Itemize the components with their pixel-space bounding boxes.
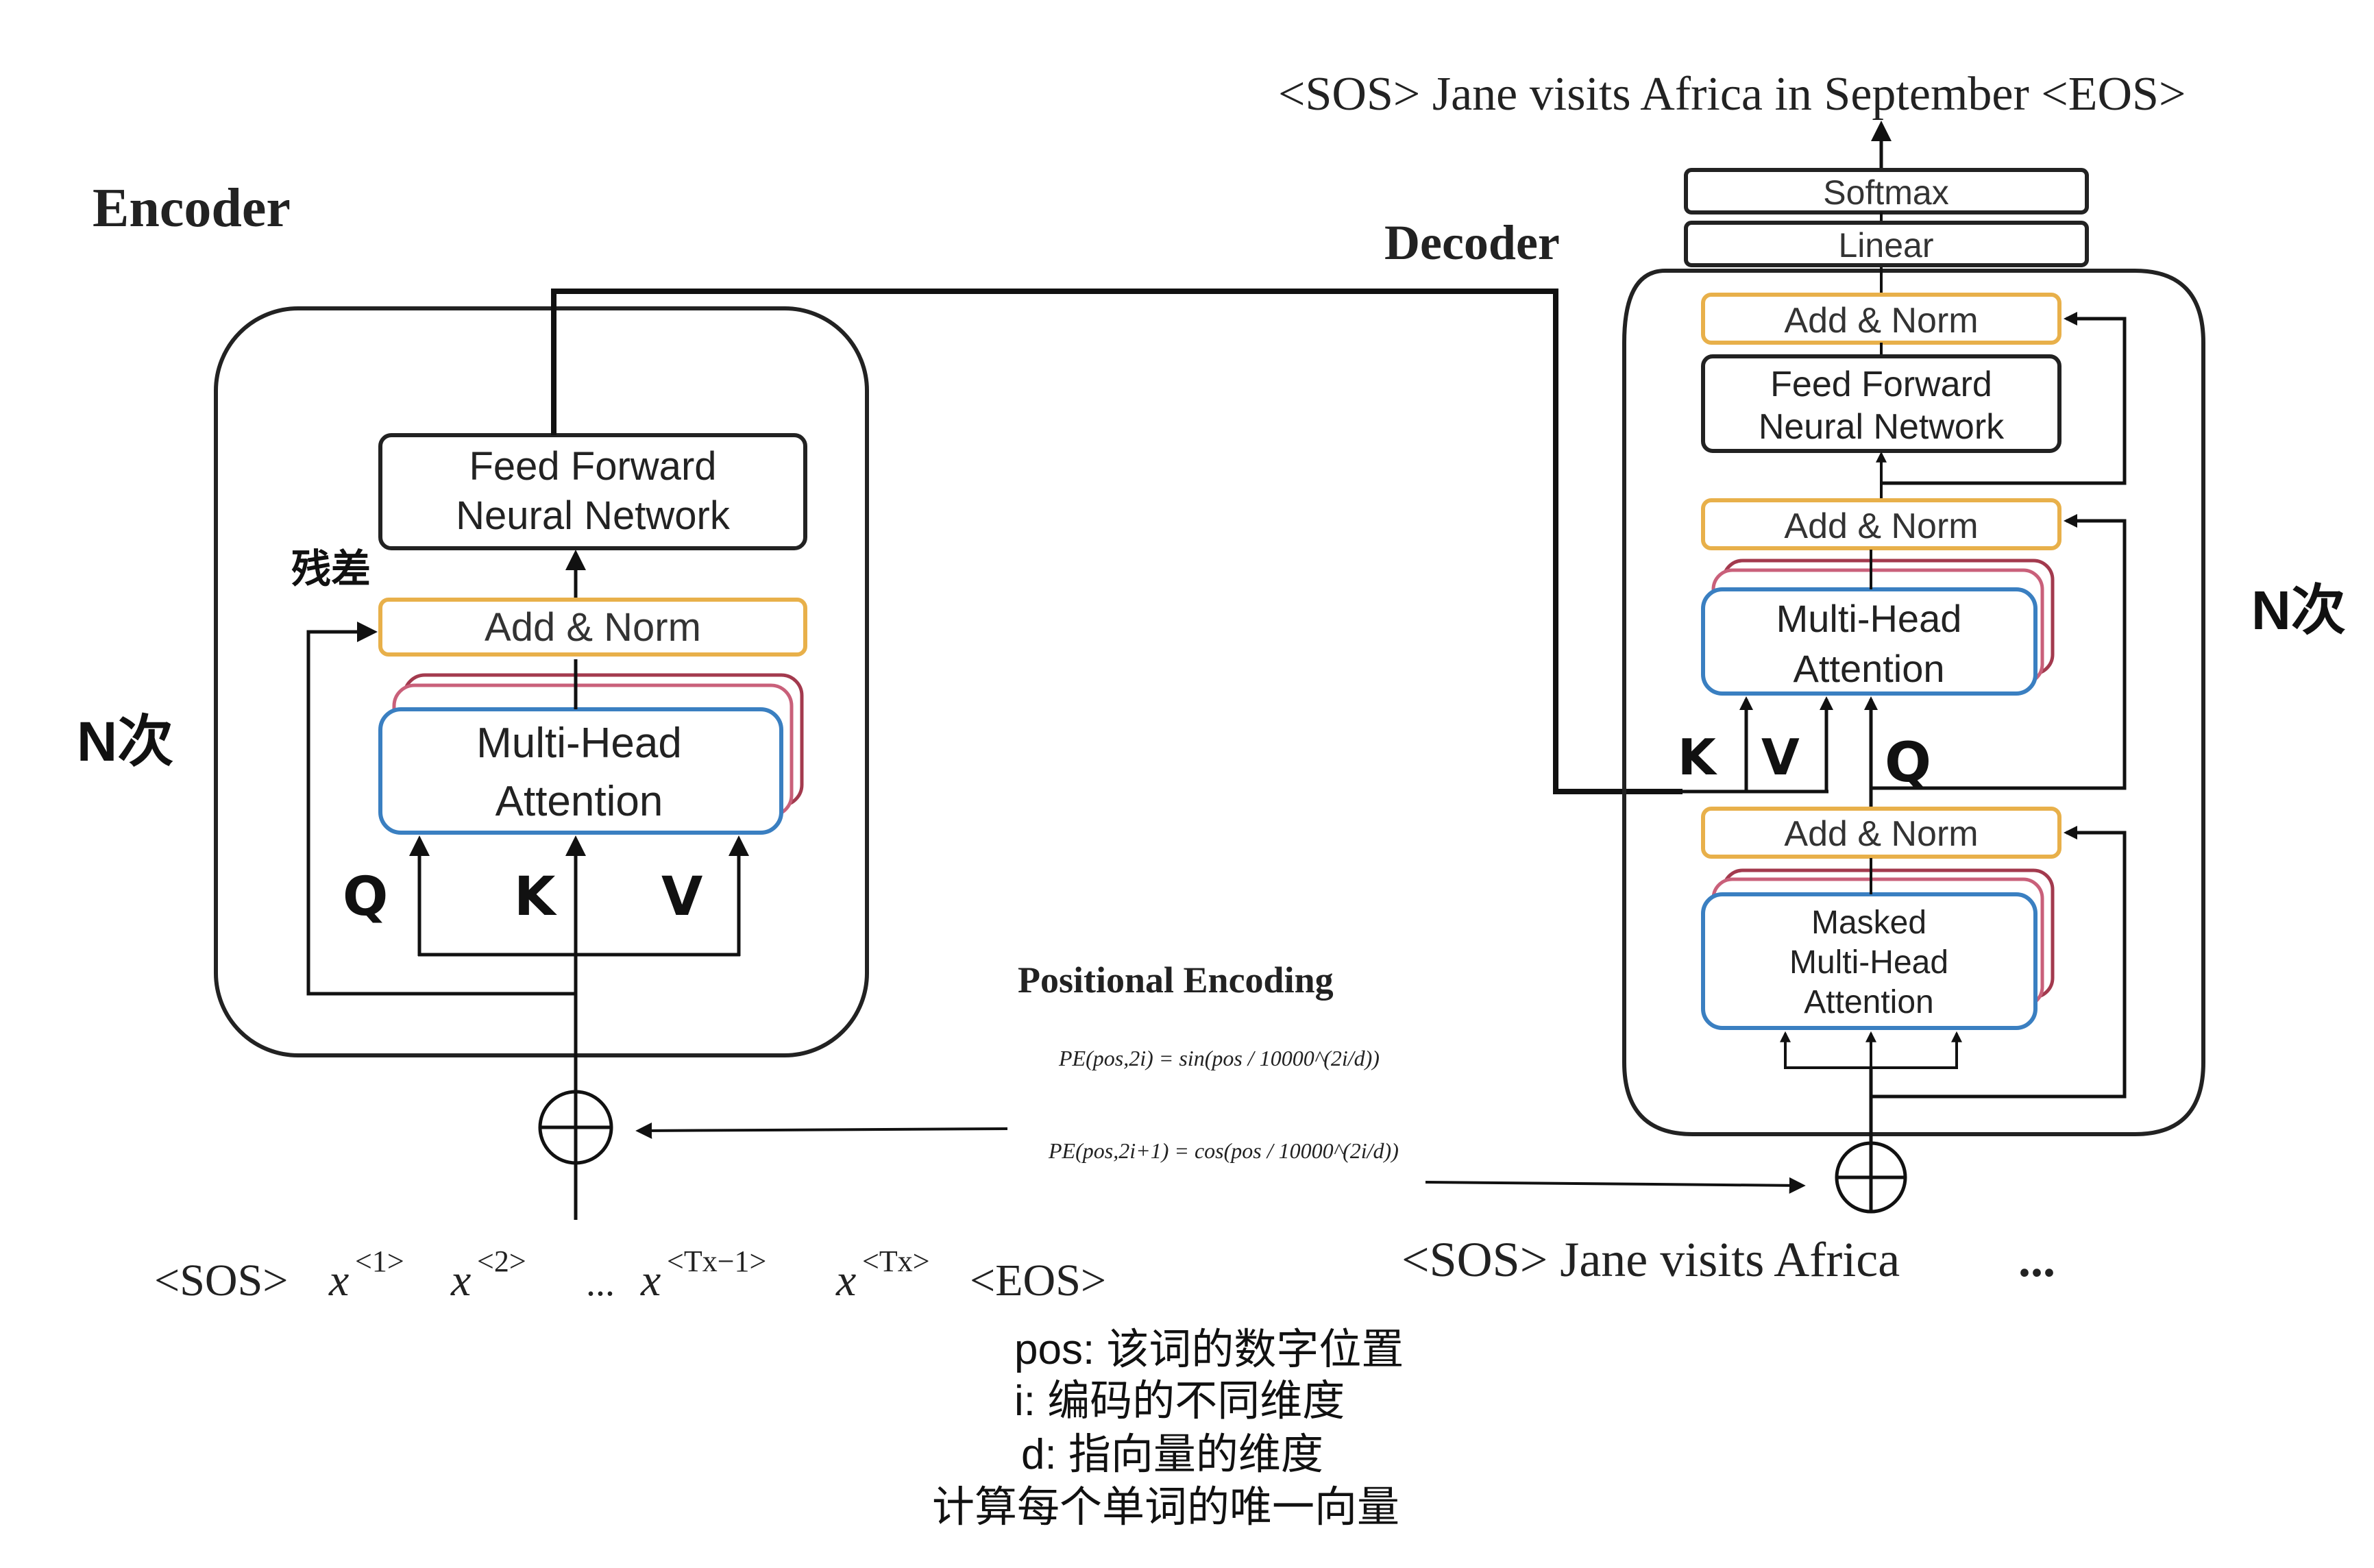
positional-encoding: Positional Encoding PE(pos,2i) = sin(pos…: [635, 959, 1806, 1531]
positional-arrow-to-encoder: [635, 1122, 1008, 1139]
decoder-attention-box: [1701, 587, 2038, 696]
positional-note-i: i: 编码的不同维度: [1014, 1377, 1345, 1425]
decoder-masked-line3: Attention: [1804, 984, 1933, 1020]
encoder-input-x1-sup: <1>: [355, 1245, 404, 1278]
encoder-repeat-label: N次: [77, 711, 173, 773]
decoder-residual-masked: [1871, 826, 2127, 1099]
decoder-add-norm-bottom-box: [1701, 807, 2061, 859]
encoder-input-ellipsis: ...: [586, 1262, 615, 1304]
decoder-ffn-line1: Feed Forward: [1770, 365, 1992, 404]
decoder-input-sentence: <SOS> Jane visits Africa: [1402, 1232, 1900, 1287]
encoder-attention-line2: Attention: [495, 778, 663, 825]
encoder-v-label: V: [661, 866, 702, 928]
encoder-input-x4-sup: <Tx>: [862, 1245, 930, 1278]
encoder-input-x2: x: [450, 1255, 471, 1306]
decoder-attention-line1: Multi-Head: [1776, 597, 1962, 640]
encoder-add-norm-label: Add & Norm: [485, 605, 701, 650]
decoder: Decoder N次 <SOS> Jane visits Africa in S…: [1278, 68, 2346, 1287]
positional-encoding-title: Positional Encoding: [1018, 959, 1334, 1001]
encoder-title: Encoder: [93, 178, 291, 238]
decoder-add-norm-mid-label: Add & Norm: [1784, 506, 1978, 546]
encoder-input-eos: <EOS>: [970, 1255, 1106, 1306]
positional-formula-cos: PE(pos,2i+1) = cos(pos / 10000^(2i/d)): [1048, 1138, 1399, 1163]
encoder-input-x2-sup: <2>: [477, 1245, 526, 1278]
decoder-masked-line1: Masked: [1811, 905, 1926, 941]
positional-arrow-to-decoder: [1425, 1177, 1806, 1194]
encoder-input-sos: <SOS>: [154, 1255, 289, 1306]
decoder-output-sentence: <SOS> Jane visits Africa in September <E…: [1278, 68, 2186, 121]
decoder-add-norm-bottom-label: Add & Norm: [1784, 814, 1978, 854]
encoder-ffn-box: [378, 433, 807, 550]
encoder-add-norm-box: [378, 598, 807, 657]
decoder-title: Decoder: [1384, 215, 1560, 270]
encoder-frame: [214, 306, 869, 1057]
positional-note-d: d: 指向量的维度: [1021, 1431, 1323, 1478]
decoder-softmax-label: Softmax: [1823, 173, 1948, 212]
decoder-add-norm-top-label: Add & Norm: [1784, 301, 1978, 341]
encoder-input-x4: x: [835, 1255, 856, 1306]
decoder-ffn-line2: Neural Network: [1759, 407, 2005, 447]
decoder-add-norm-mid-box: [1701, 498, 2061, 550]
encoder-k-label: K: [514, 866, 557, 928]
encoder-residual-path: [306, 622, 576, 996]
decoder-add-positional-icon: [1835, 1141, 1907, 1214]
encoder-to-decoder-line: [551, 289, 1682, 794]
decoder-linear-box: [1684, 221, 2089, 267]
positional-note-unique: 计算每个单词的唯一向量: [932, 1484, 1399, 1531]
decoder-v-label: V: [1761, 728, 1800, 786]
decoder-ffn-box: [1701, 354, 2061, 453]
encoder-attention-line1: Multi-Head: [476, 720, 682, 767]
decoder-repeat-label: N次: [2251, 580, 2346, 641]
encoder-input-x1: x: [328, 1255, 349, 1306]
decoder-attention-line2: Attention: [1793, 647, 1944, 690]
decoder-input-ellipsis: ...: [2018, 1232, 2055, 1287]
encoder-input-sequence: <SOS> x <1> x <2> ... x <Tx−1> x <Tx> <E…: [154, 1245, 1106, 1306]
encoder-input-x3: x: [640, 1255, 661, 1306]
encoder-ffn-line1: Feed Forward: [469, 444, 716, 489]
encoder-input-x3-sup: <Tx−1>: [667, 1245, 766, 1278]
decoder-masked-box: [1701, 892, 2038, 1030]
decoder-softmax-box: [1684, 168, 2089, 215]
encoder-residual-label: 残差: [291, 547, 371, 591]
positional-formula-sin: PE(pos,2i) = sin(pos / 10000^(2i/d)): [1058, 1046, 1380, 1070]
decoder-residual-cross: [1871, 514, 2127, 790]
encoder-add-positional-icon: [538, 1090, 613, 1165]
decoder-frame: [1622, 269, 2205, 1136]
encoder: Encoder N次 残差 Feed Forward Neural Networ…: [77, 178, 1106, 1306]
decoder-linear-label: Linear: [1839, 226, 1934, 265]
decoder-k-label: K: [1678, 728, 1717, 786]
encoder-q-label: Q: [343, 866, 388, 928]
decoder-masked-line2: Multi-Head: [1789, 944, 1948, 981]
decoder-q-label: Q: [1885, 731, 1931, 794]
decoder-residual-ffn: [1881, 312, 2127, 485]
encoder-ffn-line2: Neural Network: [456, 493, 731, 538]
encoder-attention-box: [378, 707, 783, 835]
positional-note-pos: pos: 该词的数字位置: [1014, 1326, 1404, 1373]
